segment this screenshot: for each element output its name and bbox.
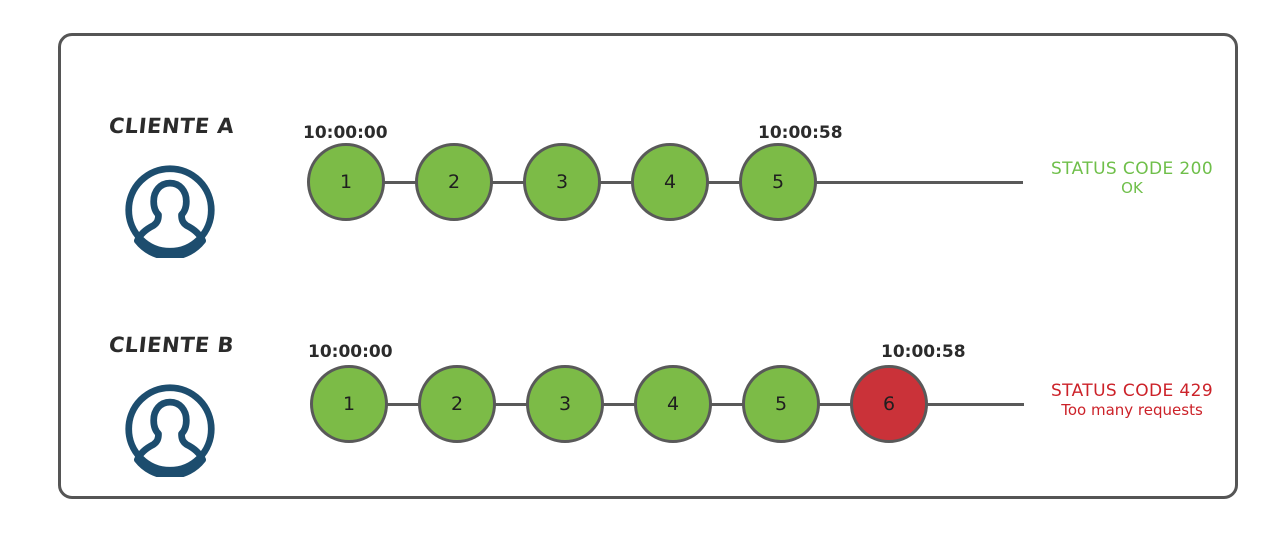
status-b-code: STATUS CODE 429	[1050, 381, 1214, 401]
request-node-b-5-number: 5	[774, 393, 788, 415]
request-node-b-2[interactable]: 2	[418, 365, 496, 443]
request-node-b-4-number: 4	[666, 393, 680, 415]
client-b-end-time: 10:00:58	[881, 342, 966, 362]
connector-b-5-6	[806, 403, 866, 406]
status-a-message: OK	[1121, 178, 1143, 197]
request-node-b-3[interactable]: 3	[526, 365, 604, 443]
client-a-label: CLIENTE A	[107, 114, 236, 138]
request-node-a-2-number: 2	[447, 171, 461, 193]
client-a-end-time: 10:00:58	[758, 123, 843, 143]
connector-b-3-4	[590, 403, 650, 406]
status-b: STATUS CODE 429 Too many requests	[1023, 381, 1241, 419]
request-node-b-6-number: 6	[882, 393, 896, 415]
request-node-a-1[interactable]: 1	[307, 143, 385, 221]
request-node-a-3[interactable]: 3	[523, 143, 601, 221]
request-node-b-4[interactable]: 4	[634, 365, 712, 443]
connector-b-1-2	[374, 403, 434, 406]
request-node-a-5[interactable]: 5	[739, 143, 817, 221]
status-a: STATUS CODE 200 OK	[1023, 159, 1241, 197]
connector-a-3-4	[587, 181, 647, 184]
request-node-b-1-number: 1	[342, 393, 356, 415]
request-node-a-1-number: 1	[339, 171, 353, 193]
connector-a-5-status	[803, 181, 1023, 184]
connector-a-2-3	[479, 181, 539, 184]
diagram-panel: CLIENTE A 10:00:00 10:00:58 1 2	[58, 33, 1238, 499]
request-node-a-5-number: 5	[771, 171, 785, 193]
connector-b-6-status	[914, 403, 1024, 406]
connector-b-2-3	[482, 403, 542, 406]
status-b-message: Too many requests	[1061, 400, 1203, 419]
user-avatar-icon	[122, 162, 218, 261]
request-node-a-4-number: 4	[663, 171, 677, 193]
request-node-b-6[interactable]: 6	[850, 365, 928, 443]
client-a-start-time: 10:00:00	[303, 123, 388, 143]
client-b-label: CLIENTE B	[107, 333, 236, 357]
request-node-a-2[interactable]: 2	[415, 143, 493, 221]
client-b-start-time: 10:00:00	[308, 342, 393, 362]
connector-a-1-2	[371, 181, 431, 184]
status-a-code: STATUS CODE 200	[1050, 159, 1214, 179]
request-node-a-3-number: 3	[555, 171, 569, 193]
request-node-b-2-number: 2	[450, 393, 464, 415]
request-node-b-1[interactable]: 1	[310, 365, 388, 443]
request-node-b-3-number: 3	[558, 393, 572, 415]
connector-a-4-5	[695, 181, 755, 184]
user-avatar-icon	[122, 381, 218, 480]
request-node-b-5[interactable]: 5	[742, 365, 820, 443]
request-node-a-4[interactable]: 4	[631, 143, 709, 221]
connector-b-4-5	[698, 403, 758, 406]
